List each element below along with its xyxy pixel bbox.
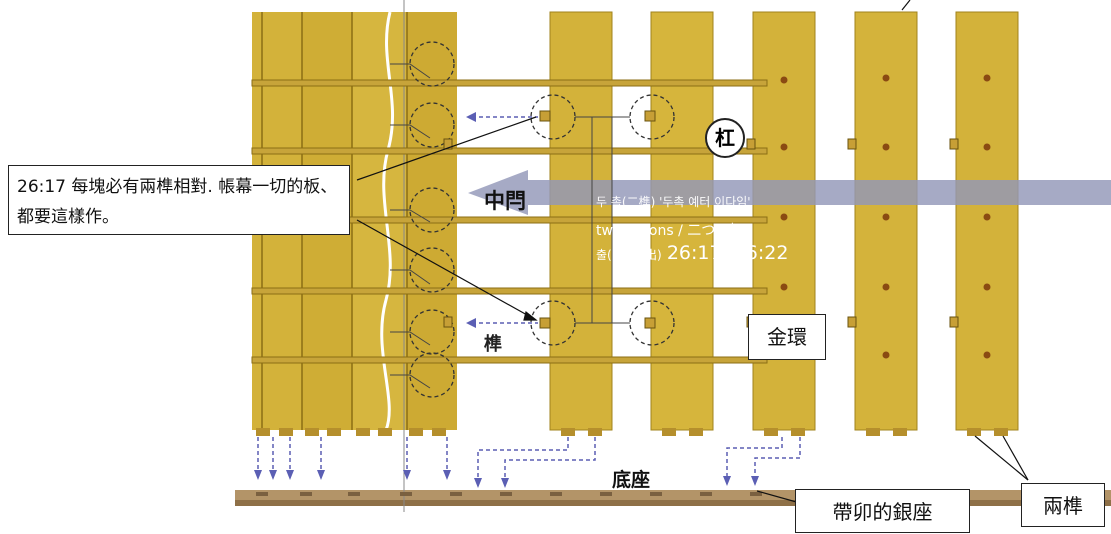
bar-marker: 杠	[705, 118, 745, 158]
tenon-feet	[256, 428, 1008, 436]
info-ref-verses: 26:17, 36:22	[666, 242, 789, 264]
dashed-arrow	[466, 112, 538, 328]
leader-lines	[356, 0, 1029, 504]
base-label: 底座	[612, 469, 651, 491]
board	[854, 11, 918, 431]
gold-ring-label: 金環	[748, 314, 826, 360]
info-line-1: 두 촉(二榫) '두촉 예터 이다임'	[596, 195, 751, 209]
silver-base-label: 帶卯的銀座	[795, 489, 970, 533]
middle-bar-arrow	[468, 170, 1111, 215]
info-line-2: two tenons / 二つの柄	[596, 223, 744, 239]
tenon-label: 榫	[484, 334, 502, 355]
tenon-square-icon	[443, 110, 959, 329]
info-ref: 출(Exod/出) 26:17, 36:22	[596, 242, 788, 264]
verse-callout: 26:17 每塊必有兩榫相對. 帳幕一切的板、都要這樣作。	[8, 165, 350, 235]
silver-sockets	[256, 492, 762, 496]
middle-bar-label: 中閂	[484, 189, 526, 213]
info-ref-book: 출(Exod/出)	[596, 248, 662, 262]
down-arrows	[254, 437, 801, 488]
crossbars	[251, 79, 768, 364]
board	[955, 11, 1019, 431]
two-tenons-label: 兩榫	[1021, 483, 1105, 527]
ring-connectors	[390, 63, 630, 389]
base-strip-shadow	[235, 500, 1111, 506]
